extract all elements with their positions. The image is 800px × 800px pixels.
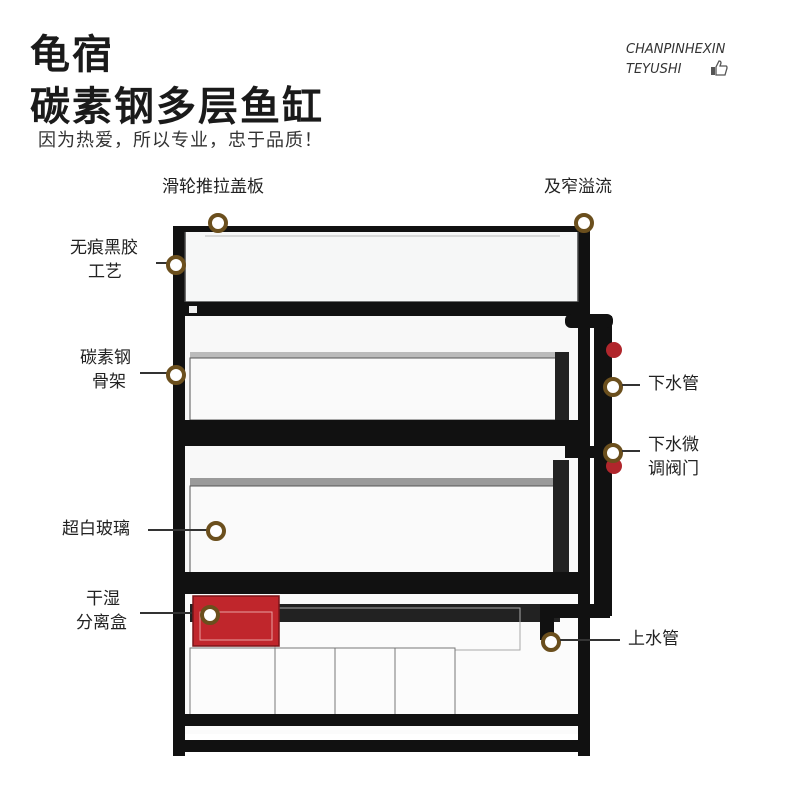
page-subtitle: 因为热爱，所以专业，忠于品质！ — [38, 130, 323, 151]
callout-valve-leader — [622, 450, 640, 452]
page-title-line2: 碳素钢多层鱼缸 — [30, 84, 324, 130]
callout-drain-pipe-label: 下水管 — [648, 374, 699, 394]
callout-drain-pipe-dot — [603, 377, 623, 397]
page-title-line1: 龟宿 — [30, 32, 114, 78]
brand-text-line1: CHANPINHEXIN — [626, 42, 726, 57]
thumbs-up-icon — [711, 60, 728, 76]
callout-steel-frame-leader — [140, 372, 168, 374]
callout-wet-dry-label-1: 干湿 — [86, 589, 120, 609]
callout-valve-label-2: 调阀门 — [648, 459, 699, 479]
callout-wet-dry-dot — [200, 605, 220, 625]
callout-sliding-lid-dot — [208, 213, 228, 233]
callout-wet-dry-label-2: 分离盒 — [76, 613, 127, 633]
callout-valve-dot — [603, 443, 623, 463]
callout-black-glue-label-2: 工艺 — [88, 262, 122, 282]
callout-narrow-overflow-dot — [574, 213, 594, 233]
callout-black-glue-leader — [156, 262, 168, 264]
callout-return-pipe-label: 上水管 — [628, 629, 679, 649]
callout-return-pipe-dot — [541, 632, 561, 652]
brand-text-line2: TEYUSHI — [626, 62, 682, 77]
callout-valve-label-1: 下水微 — [648, 435, 699, 455]
callout-black-glue-dot — [166, 255, 186, 275]
callout-glass-dot — [206, 521, 226, 541]
callout-glass-leader — [148, 529, 208, 531]
callout-sliding-lid-label: 滑轮推拉盖板 — [162, 177, 264, 197]
callout-glass-label: 超白玻璃 — [62, 519, 130, 539]
callout-steel-frame-dot — [166, 365, 186, 385]
callout-narrow-overflow-label: 及窄溢流 — [544, 177, 612, 197]
callout-return-pipe-leader — [560, 639, 620, 641]
callout-steel-frame-label-2: 骨架 — [92, 372, 126, 392]
callout-wet-dry-leader — [140, 612, 192, 614]
callout-drain-pipe-leader — [622, 384, 640, 386]
callout-steel-frame-label-1: 碳素钢 — [80, 348, 131, 368]
callout-black-glue-label-1: 无痕黑胶 — [70, 238, 138, 258]
